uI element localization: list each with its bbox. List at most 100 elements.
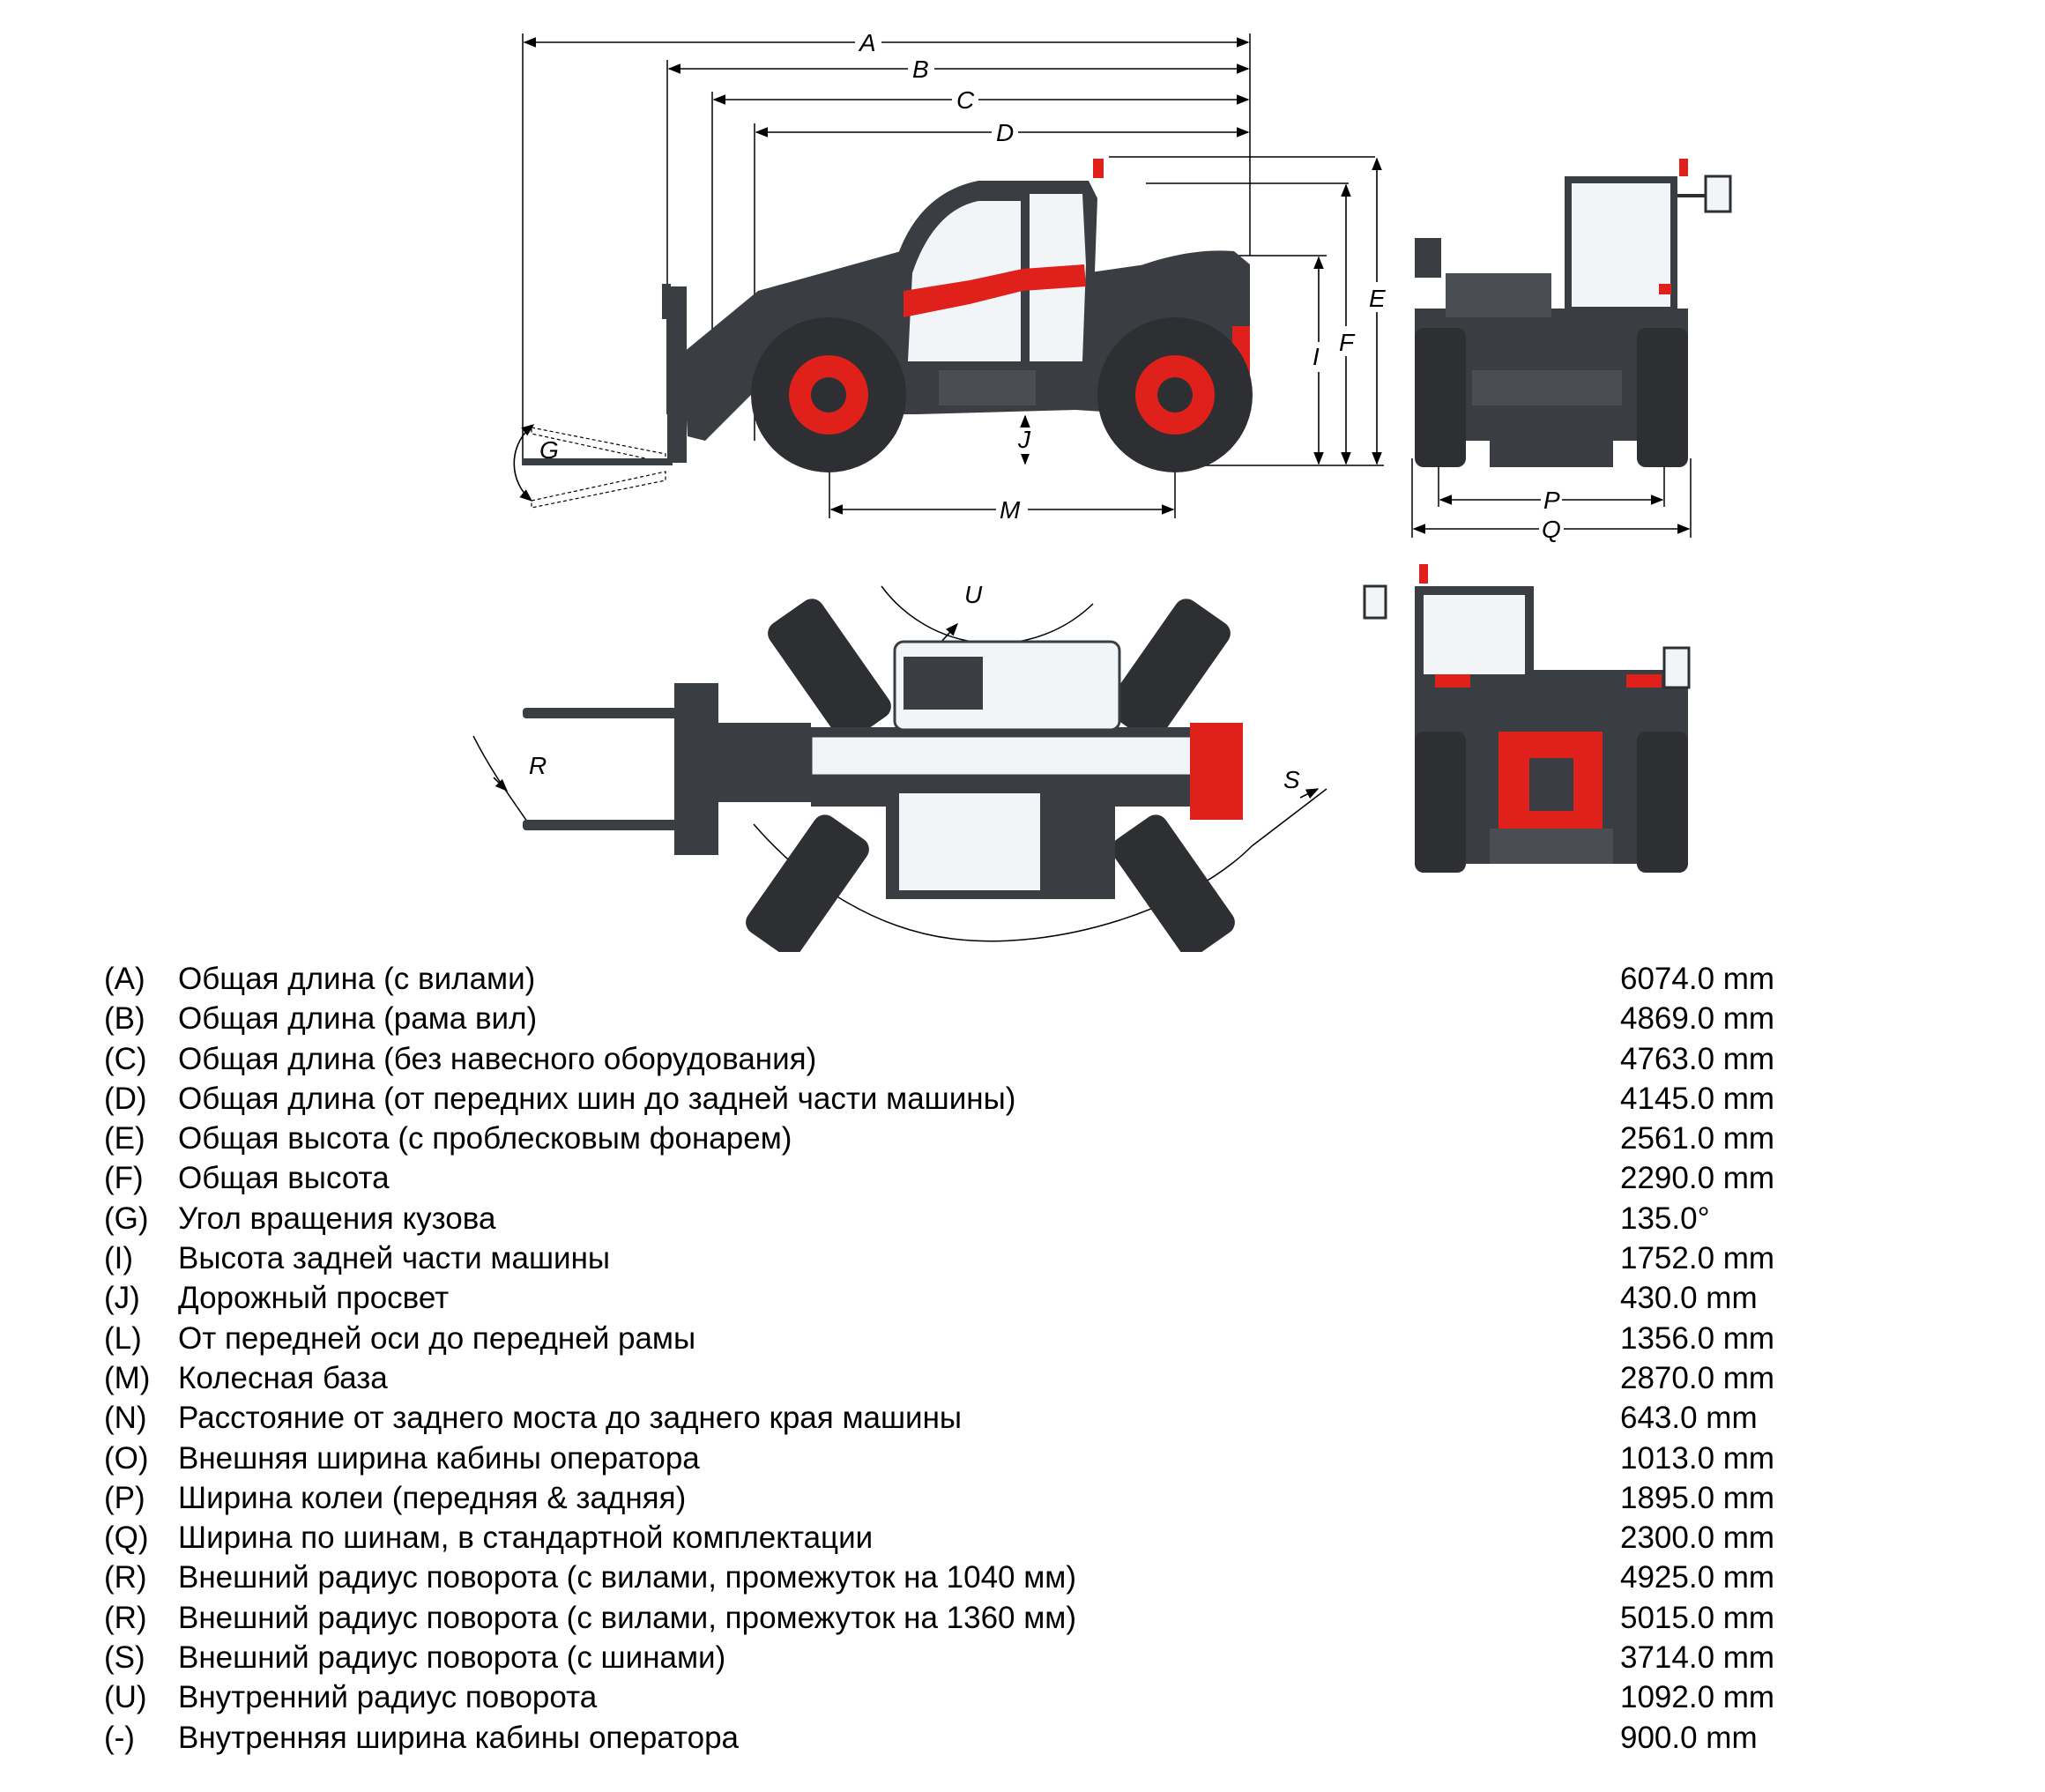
side-machine bbox=[523, 159, 1253, 472]
spec-code: (J) bbox=[104, 1281, 140, 1316]
top-machine bbox=[523, 599, 1243, 952]
dimension-i-label: I bbox=[1313, 343, 1320, 370]
dimension-e-label: E bbox=[1369, 285, 1386, 312]
spec-row: (O) Внешняя ширина кабины оператора 1013… bbox=[104, 1439, 1796, 1478]
spec-description: Ширина по шинам, в стандартной комплекта… bbox=[178, 1521, 874, 1556]
dimension-j-label: J bbox=[1017, 426, 1031, 453]
spec-code: (-) bbox=[104, 1720, 135, 1755]
spec-code: (B) bbox=[104, 1001, 145, 1037]
spec-row: (I) Высота задней части машины 1752.0 mm bbox=[104, 1238, 1796, 1278]
spec-row: (U) Внутренний радиус поворота 1092.0 mm bbox=[104, 1677, 1796, 1717]
spec-description: Общая высота (с проблесковым фонарем) bbox=[178, 1121, 792, 1156]
spec-description: Общая высота bbox=[178, 1161, 390, 1196]
spec-code: (C) bbox=[104, 1041, 147, 1076]
rear-view bbox=[1363, 564, 1691, 873]
spec-value: 2290.0 mm bbox=[1620, 1161, 1775, 1196]
spec-description: Внутренний радиус поворота bbox=[178, 1680, 598, 1715]
spec-value: 2561.0 mm bbox=[1620, 1121, 1775, 1156]
spec-value: 1752.0 mm bbox=[1620, 1241, 1775, 1276]
spec-row: (N) Расстояние от заднего моста до задне… bbox=[104, 1398, 1796, 1438]
spec-description: Ширина колеи (передняя & задняя) bbox=[178, 1480, 687, 1515]
spec-description: Внутренняя ширина кабины оператора bbox=[178, 1720, 740, 1755]
spec-description: Дорожный просвет bbox=[178, 1281, 450, 1316]
spec-description: Угол вращения кузова bbox=[178, 1201, 496, 1236]
spec-row: (R) Внешний радиус поворота (с вилами, п… bbox=[104, 1598, 1796, 1638]
spec-value: 4763.0 mm bbox=[1620, 1041, 1775, 1076]
spec-description: Расстояние от заднего моста до заднего к… bbox=[178, 1401, 963, 1436]
spec-description: Высота задней части машины bbox=[178, 1241, 611, 1276]
top-view: U R S bbox=[472, 581, 1327, 952]
spec-code: (P) bbox=[104, 1480, 145, 1515]
dimension-r-label: R bbox=[529, 752, 547, 779]
spec-code: (D) bbox=[104, 1081, 147, 1116]
dimension-drawing: A B C D E F I J M G bbox=[472, 29, 1732, 952]
spec-description: Общая длина (с вилами) bbox=[178, 962, 536, 996]
spec-code: (N) bbox=[104, 1401, 147, 1436]
spec-row: (R) Внешний радиус поворота (с вилами, п… bbox=[104, 1558, 1796, 1597]
dimension-p-label: P bbox=[1543, 487, 1560, 514]
spec-value: 643.0 mm bbox=[1620, 1401, 1758, 1436]
spec-row: (E) Общая высота (с проблесковым фонарем… bbox=[104, 1119, 1796, 1158]
dimension-d-label: D bbox=[996, 119, 1014, 146]
spec-description: От передней оси до передней рамы bbox=[178, 1320, 696, 1356]
fork-angle-g: G bbox=[513, 424, 666, 509]
dimension-g-label: G bbox=[539, 436, 559, 464]
spec-row: (F) Общая высота 2290.0 mm bbox=[104, 1158, 1796, 1198]
spec-description: Внешний радиус поворота (с вилами, проме… bbox=[178, 1600, 1076, 1635]
spec-row: (C) Общая длина (без навесного оборудова… bbox=[104, 1039, 1796, 1079]
spec-row: (A) Общая длина (с вилами) 6074.0 mm bbox=[104, 959, 1796, 999]
spec-code: (S) bbox=[104, 1640, 145, 1676]
spec-value: 1092.0 mm bbox=[1620, 1680, 1775, 1715]
spec-value: 5015.0 mm bbox=[1620, 1600, 1775, 1635]
spec-description: Общая длина (без навесного оборудования) bbox=[178, 1041, 817, 1076]
spec-value: 3714.0 mm bbox=[1620, 1640, 1775, 1676]
spec-row: (Q) Ширина по шинам, в стандартной компл… bbox=[104, 1518, 1796, 1558]
side-view: A B C D E F I J M G bbox=[513, 29, 1389, 524]
dimension-a-label: A bbox=[858, 29, 876, 56]
spec-row: (M) Колесная база 2870.0 mm bbox=[104, 1358, 1796, 1398]
spec-value: 6074.0 mm bbox=[1620, 962, 1775, 996]
spec-row: (D) Общая длина (от передних шин до задн… bbox=[104, 1079, 1796, 1119]
spec-value: 2870.0 mm bbox=[1620, 1360, 1775, 1395]
spec-value: 430.0 mm bbox=[1620, 1281, 1758, 1316]
spec-value: 1013.0 mm bbox=[1620, 1440, 1775, 1476]
spec-code: (U) bbox=[104, 1680, 147, 1715]
spec-value: 1895.0 mm bbox=[1620, 1480, 1775, 1515]
dimension-f-label: F bbox=[1339, 329, 1356, 356]
spec-row: (G) Угол вращения кузова 135.0° bbox=[104, 1199, 1796, 1238]
spec-value: 4869.0 mm bbox=[1620, 1001, 1775, 1037]
dimension-s-label: S bbox=[1283, 766, 1300, 793]
spec-table: (A) Общая длина (с вилами) 6074.0 mm (B)… bbox=[104, 959, 1796, 1758]
dimension-c-label: C bbox=[956, 86, 975, 114]
spec-value: 1356.0 mm bbox=[1620, 1320, 1775, 1356]
spec-description: Колесная база bbox=[178, 1360, 388, 1395]
spec-code: (M) bbox=[104, 1360, 151, 1395]
spec-code: (E) bbox=[104, 1121, 145, 1156]
spec-code: (I) bbox=[104, 1241, 134, 1276]
spec-value: 2300.0 mm bbox=[1620, 1521, 1775, 1556]
spec-description: Внешний радиус поворота (с шинами) bbox=[178, 1640, 726, 1676]
spec-description: Внешняя ширина кабины оператора bbox=[178, 1440, 700, 1476]
spec-description: Внешний радиус поворота (с вилами, проме… bbox=[178, 1560, 1076, 1595]
spec-description: Общая длина (от передних шин до задней ч… bbox=[178, 1081, 1016, 1116]
spec-row: (L) От передней оси до передней рамы 135… bbox=[104, 1319, 1796, 1358]
spec-code: (L) bbox=[104, 1320, 142, 1356]
dimension-q-label: Q bbox=[1542, 516, 1561, 543]
dimension-b-label: B bbox=[912, 56, 929, 83]
spec-code: (F) bbox=[104, 1161, 144, 1196]
spec-code: (R) bbox=[104, 1600, 147, 1635]
spec-code: (G) bbox=[104, 1201, 149, 1236]
spec-code: (A) bbox=[104, 962, 145, 996]
dimension-m-label: M bbox=[1000, 496, 1021, 524]
spec-code: (O) bbox=[104, 1440, 149, 1476]
spec-value: 900.0 mm bbox=[1620, 1720, 1758, 1755]
dimension-u-label: U bbox=[964, 581, 983, 608]
spec-row: (B) Общая длина (рама вил) 4869.0 mm bbox=[104, 999, 1796, 1038]
spec-description: Общая длина (рама вил) bbox=[178, 1001, 538, 1037]
spec-row: (J) Дорожный просвет 430.0 mm bbox=[104, 1278, 1796, 1318]
spec-value: 135.0° bbox=[1620, 1201, 1710, 1236]
front-machine bbox=[1415, 159, 1732, 467]
spec-row: (-) Внутренняя ширина кабины оператора 9… bbox=[104, 1718, 1796, 1758]
front-view: P Q bbox=[1411, 159, 1732, 543]
spec-code: (Q) bbox=[104, 1521, 149, 1556]
